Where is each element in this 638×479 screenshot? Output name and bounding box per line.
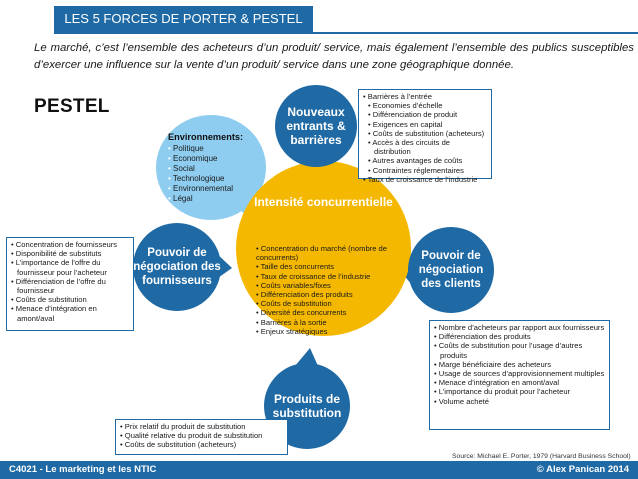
list-item: Social (168, 164, 268, 174)
list-item: Coûts de substitution pour l’usage d’aut… (433, 341, 606, 359)
list-item: Autres avantages de coûts (362, 156, 488, 165)
entrants-detail-box: Barrières à l’entrée Economies d’échelle… (358, 89, 492, 184)
list-item: Menace d’intégration en amont/aval (433, 378, 606, 387)
list-item: Taux de croissance de l’industrie (362, 175, 488, 184)
client-power-circle: Pouvoir de négociation des clients (408, 227, 494, 313)
list-item: • Taille des concurrents (256, 262, 335, 272)
competitive-intensity-circle: Intensité concurrentielle • Concentratio… (236, 161, 411, 336)
environment-title: Environnements: (168, 132, 244, 142)
environment-list: Politique Economique Social Technologiqu… (168, 144, 268, 204)
list-item: Politique (168, 144, 268, 154)
suppliers-detail-box: Concentration de fournisseurs Disponibil… (6, 237, 134, 331)
list-item: • Enjeux stratégiques (256, 326, 328, 336)
supplier-power-label: Pouvoir de négociation des fournisseurs (133, 247, 221, 287)
list-item: Usage de sources d’approvisionnement mul… (433, 369, 606, 378)
slide-title: LES 5 FORCES DE PORTER & PESTEL (54, 6, 313, 32)
list-item: Différenciation de l’offre du fournisseu… (10, 277, 130, 295)
list-item: Marge bénéficiaire des acheteurs (433, 360, 606, 369)
new-entrants-label: Nouveaux entrants & barrières (286, 105, 346, 147)
list-item: • Diversité des concurrents (256, 308, 347, 318)
list-item: Barrières à l’entrée (362, 92, 488, 101)
list-item: Disponibilité de substituts (10, 249, 130, 258)
list-item: • Taux de croissance de l’industrie (256, 271, 371, 281)
footer-course: C4021 - Le marketing et les NTIC (9, 464, 157, 475)
title-underline (54, 32, 638, 34)
list-item: L’importance du produit pour l’acheteur (433, 387, 606, 396)
list-item: • Barrières à la sortie (256, 317, 327, 327)
list-item: • Coûts de substitution (256, 299, 332, 309)
list-item: Contraintes réglementaires (362, 166, 488, 175)
substitutes-detail-box: Prix relatif du produit de substitution … (115, 419, 288, 455)
list-item: Nombre d’acheteurs par rapport aux fourn… (433, 323, 606, 332)
list-item: Différenciation des produits (433, 332, 606, 341)
source-note: Source: Michael E. Porter, 1979 (Harvard… (452, 453, 631, 460)
list-item: Exigences en capital (362, 120, 488, 129)
list-item: Volume acheté (433, 397, 606, 406)
list-item: L’importance de l’offre du fournisseur p… (10, 258, 130, 276)
pestel-heading: PESTEL (34, 96, 110, 117)
list-item: Environnemental (168, 184, 268, 194)
client-power-label: Pouvoir de négociation des clients (418, 250, 484, 290)
competitive-intensity-title: Intensité concurrentielle (254, 195, 393, 209)
list-item: • Concentration du marché (nombre de con… (256, 244, 387, 263)
list-item: Technologique (168, 174, 268, 184)
footer-copyright: © Alex Panican 2014 (536, 464, 629, 475)
list-item: Accès à des circuits de distribution (362, 138, 488, 156)
list-item: Coûts de substitution (acheteurs) (119, 440, 284, 449)
list-item: Coûts de substitution (10, 295, 130, 304)
list-item: Economies d’échelle (362, 101, 488, 110)
footer-bar: C4021 - Le marketing et les NTIC © Alex … (0, 461, 638, 479)
substitutes-label: Produits de substitution (272, 392, 342, 420)
competitive-intensity-list: • Concentration du marché (nombre de con… (256, 244, 406, 336)
clients-detail-box: Nombre d’acheteurs par rapport aux fourn… (429, 320, 610, 430)
list-item: Coûts de substitution (acheteurs) (362, 129, 488, 138)
list-item: Economique (168, 154, 268, 164)
list-item: Différenciation de produit (362, 110, 488, 119)
list-item: • Coûts variables/fixes (256, 280, 331, 290)
list-item: • Différenciation des produits (256, 290, 353, 300)
substitutes-tail (295, 348, 318, 366)
list-item: Menace d’intégration en amont/aval (10, 304, 130, 322)
list-item: Qualité relative du produit de substitut… (119, 431, 284, 440)
supplier-power-circle: Pouvoir de négociation des fournisseurs (133, 223, 221, 311)
intro-text: Le marché, c’est l’ensemble des acheteur… (34, 42, 634, 71)
list-item: Légal (168, 194, 268, 204)
list-item: Prix relatif du produit de substitution (119, 422, 284, 431)
list-item: Concentration de fournisseurs (10, 240, 130, 249)
new-entrants-circle: Nouveaux entrants & barrières (275, 85, 357, 167)
